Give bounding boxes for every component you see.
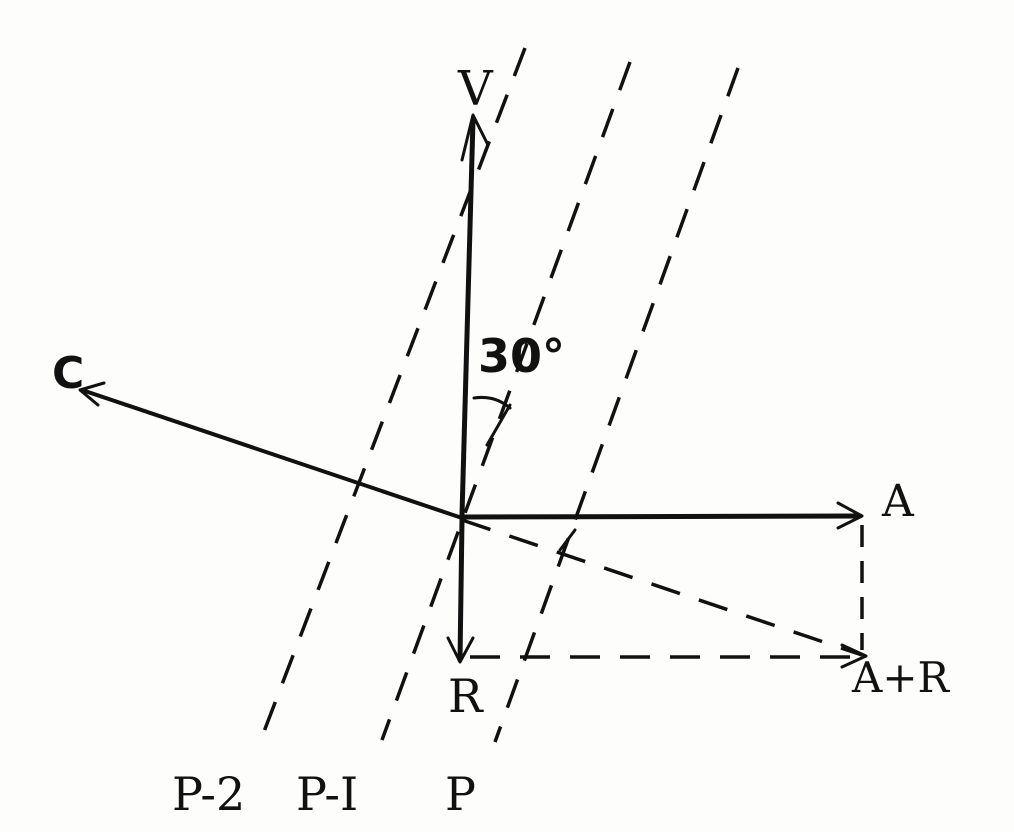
arrowhead-r — [446, 636, 475, 664]
arrowhead-aplusr — [840, 643, 868, 669]
dashed-line-p-minus-2 — [258, 47, 527, 743]
vector-v — [459, 117, 476, 518]
label-a: A — [881, 476, 915, 527]
arrowhead-a — [836, 501, 864, 530]
small-tick-mark — [558, 528, 577, 552]
angle-tick — [485, 403, 512, 447]
arrowhead-c — [78, 381, 106, 407]
label-v: V — [457, 61, 494, 117]
label-c: C — [52, 348, 84, 399]
dashed-line-p-minus-1 — [380, 61, 632, 741]
dashed-line-p — [493, 67, 740, 743]
dashed-resultant-line — [461, 518, 863, 657]
vector-c — [80, 388, 464, 520]
label-p-minus-2: P-2 — [172, 767, 245, 821]
label-a-plus-r: A+R — [851, 653, 951, 702]
label-p-minus-1: P-I — [296, 767, 358, 821]
vector-a — [459, 513, 863, 520]
label-r: R — [448, 669, 484, 723]
angle-arc — [472, 396, 512, 410]
arrowhead-v — [460, 113, 490, 162]
label-angle: 30° — [478, 329, 565, 383]
label-p: P — [445, 767, 476, 821]
vector-r — [457, 517, 465, 663]
